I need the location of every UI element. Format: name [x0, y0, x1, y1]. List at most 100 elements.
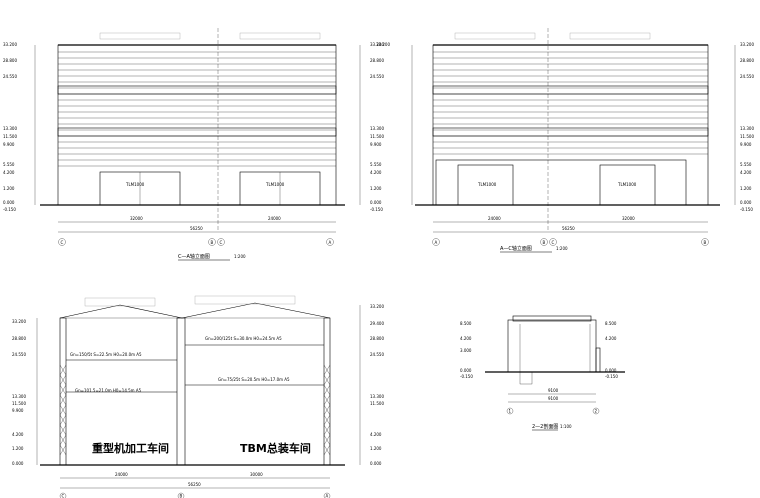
svg-text:-0.150: -0.150	[605, 374, 618, 379]
door-label: TLM1000	[617, 182, 637, 187]
svg-text:2: 2	[595, 409, 598, 414]
svg-text:8.500: 8.500	[605, 321, 617, 326]
svg-text:24.550: 24.550	[370, 74, 384, 79]
svg-text:-0.150: -0.150	[740, 207, 753, 212]
svg-text:4.200: 4.200	[460, 336, 472, 341]
crane-label: Gn=75/25t S=20.5m H0=17.0m A5	[218, 377, 290, 382]
svg-text:-0.150: -0.150	[3, 207, 16, 212]
svg-text:13.300: 13.300	[370, 394, 384, 399]
elevation-a-c: TLM1000 TLM1000 24000 32000 56250 A B C …	[376, 28, 754, 253]
skylight	[239, 32, 321, 40]
level-markers-right: 33.200 28.800 24.550 13.300 11.500 9.900…	[734, 42, 754, 212]
section-2-2: 9100 9100 1 2 2—2剖面图 1:100 8.500 4.200 3…	[460, 315, 625, 431]
svg-text:33.200: 33.200	[370, 304, 384, 309]
svg-text:24.550: 24.550	[3, 74, 17, 79]
dim-total: 56250	[190, 226, 203, 231]
svg-text:13.300: 13.300	[370, 126, 384, 131]
svg-text:B: B	[543, 240, 546, 245]
svg-text:29.400: 29.400	[370, 321, 384, 326]
svg-text:A: A	[435, 240, 438, 245]
svg-text:11.500: 11.500	[370, 401, 384, 406]
svg-text:33.200: 33.200	[376, 42, 390, 47]
svg-text:33.200: 33.200	[12, 319, 26, 324]
svg-text:3.000: 3.000	[460, 348, 472, 353]
level-markers-left: 33.200	[376, 42, 413, 205]
svg-text:1.200: 1.200	[370, 186, 382, 191]
svg-text:32000: 32000	[622, 216, 635, 221]
crane-label: Gn=200/125t S=30.0m H0=24.5m A5	[205, 336, 282, 341]
svg-text:4.200: 4.200	[370, 170, 382, 175]
svg-text:0.000: 0.000	[740, 200, 752, 205]
drawing-title: A—C轴立面图	[500, 245, 532, 252]
svg-text:1: 1	[509, 409, 512, 414]
svg-text:28.800: 28.800	[12, 336, 26, 341]
axis-label: C	[61, 240, 64, 245]
svg-text:9100: 9100	[548, 396, 559, 401]
level-markers: 8.500 4.200 3.000 0.000 -0.150 8.500 4.2…	[460, 321, 618, 379]
svg-text:13.300: 13.300	[12, 394, 26, 399]
svg-text:28.800: 28.800	[370, 336, 384, 341]
svg-text:1.200: 1.200	[12, 446, 24, 451]
svg-text:28.800: 28.800	[740, 58, 754, 63]
hall-left-label: 重型机加工车间	[92, 441, 169, 455]
svg-text:9.900: 9.900	[370, 142, 382, 147]
svg-text:4.200: 4.200	[605, 336, 617, 341]
svg-text:11.500: 11.500	[12, 401, 26, 406]
svg-text:24.550: 24.550	[12, 352, 26, 357]
svg-text:0.000: 0.000	[12, 461, 24, 466]
dim-left: 32000	[130, 216, 143, 221]
svg-text:11.500: 11.500	[370, 134, 384, 139]
svg-text:24.550: 24.550	[740, 74, 754, 79]
lean-to	[435, 159, 687, 206]
svg-text:B: B	[704, 240, 707, 245]
door-label: TLM1000	[125, 182, 145, 187]
drawing-scale: 1:200	[234, 254, 246, 259]
section-1-1: Gn=150/5t S=22.5m H0=20.0m A5 Gn=101.5=2…	[12, 295, 384, 498]
crane-label: Gn=150/5t S=22.5m H0=20.0m A5	[70, 352, 142, 357]
facade-outline	[57, 44, 337, 206]
svg-text:C: C	[62, 494, 65, 498]
svg-text:1.200: 1.200	[740, 186, 752, 191]
svg-text:13.300: 13.300	[3, 126, 17, 131]
svg-text:56250: 56250	[562, 226, 575, 231]
svg-text:4.200: 4.200	[3, 170, 15, 175]
svg-text:28.800: 28.800	[370, 58, 384, 63]
svg-text:56250: 56250	[188, 482, 201, 487]
svg-text:24.550: 24.550	[370, 352, 384, 357]
svg-text:24000: 24000	[488, 216, 501, 221]
svg-text:B: B	[180, 494, 183, 498]
svg-text:30000: 30000	[250, 472, 263, 477]
svg-text:9.900: 9.900	[740, 142, 752, 147]
svg-text:9.900: 9.900	[12, 408, 24, 413]
svg-text:4.200: 4.200	[370, 432, 382, 437]
svg-text:0.000: 0.000	[3, 200, 15, 205]
svg-text:9100: 9100	[548, 388, 559, 393]
svg-text:1:200: 1:200	[556, 246, 568, 251]
column-lacing	[59, 364, 331, 456]
level-markers-right: 33.200 28.800 24.550 13.300 11.500 9.900…	[359, 42, 384, 212]
svg-text:-0.150: -0.150	[370, 207, 383, 212]
dim-right: 24000	[268, 216, 281, 221]
axis-label: C	[220, 240, 223, 245]
svg-text:9.900: 9.900	[3, 142, 15, 147]
axis-label: A	[329, 240, 332, 245]
svg-text:0.000: 0.000	[370, 200, 382, 205]
drawing-title: C—A轴立面图	[178, 253, 210, 260]
svg-text:0.000: 0.000	[460, 368, 472, 373]
svg-text:1.200: 1.200	[3, 186, 15, 191]
svg-text:11.500: 11.500	[3, 134, 17, 139]
svg-text:24000: 24000	[115, 472, 128, 477]
svg-text:5.550: 5.550	[370, 162, 382, 167]
crane-label: Gn=101.5=21.0m H0=14.5m A5	[75, 388, 142, 393]
svg-text:13.300: 13.300	[740, 126, 754, 131]
door-label: TLM1000	[477, 182, 497, 187]
axis-label: B	[211, 240, 214, 245]
elevation-c-a: TLM1000 TLM1000 32000 24000 56250 C B C …	[3, 28, 384, 261]
svg-text:1.200: 1.200	[370, 446, 382, 451]
svg-text:0.000: 0.000	[605, 368, 617, 373]
svg-text:33.200: 33.200	[740, 42, 754, 47]
svg-text:33.200: 33.200	[3, 42, 17, 47]
level-markers: 33.200 28.800 24.550 13.300 11.500 9.900…	[12, 304, 384, 466]
svg-text:A: A	[326, 494, 329, 498]
